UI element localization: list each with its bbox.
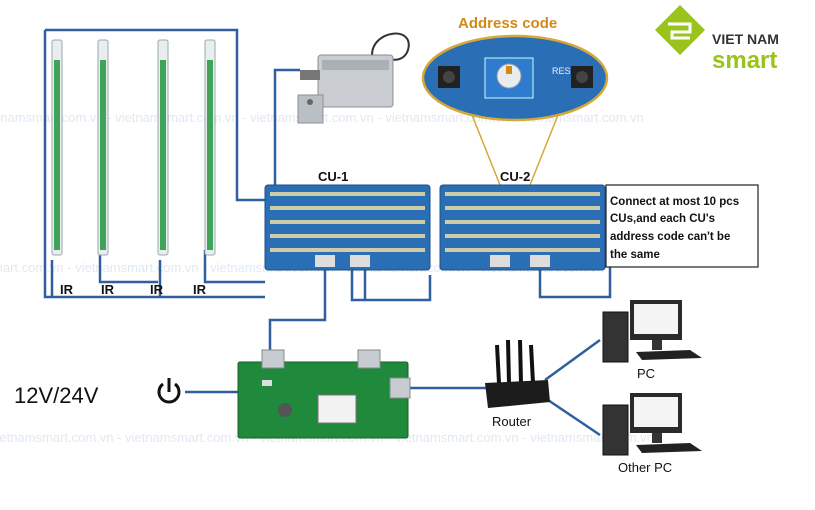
address-zoom-lines: [469, 109, 561, 186]
power-label: 12V/24V: [14, 383, 99, 408]
note-line: Connect at most 10 pcs: [610, 196, 739, 208]
wire-cu1-hub: [268, 270, 327, 365]
logo-text-top: VIET NAM: [712, 31, 779, 47]
ir-label: IR: [193, 282, 207, 297]
pc-label: PC: [637, 366, 655, 381]
ir-label: IR: [60, 282, 74, 297]
brand-logo: VIET NAM smart: [655, 5, 779, 74]
note-line: CUs,and each CU's: [610, 213, 715, 225]
wire-ir-drop: [98, 250, 158, 284]
pc: Other PC: [602, 393, 702, 475]
wire-cu2-out: [538, 265, 612, 299]
ir-sensor: [97, 39, 109, 256]
ir-sensor: [204, 39, 216, 256]
cu-label: CU-1: [318, 169, 348, 184]
power-input: 12V/24V: [14, 378, 181, 408]
router: Router: [485, 339, 550, 429]
wire-ir-drop: [203, 250, 265, 284]
wiring: [43, 28, 612, 437]
cu-board-2: CU-2: [439, 169, 606, 271]
logo-text-bottom: smart: [712, 47, 777, 74]
address-code-zoom: Address code RES: [421, 15, 609, 122]
wire-router-otherpc: [544, 396, 601, 437]
wire-lock: [273, 68, 300, 185]
electric-lock: [297, 32, 410, 124]
power-icon: [157, 378, 181, 404]
hub-board: [237, 349, 411, 439]
ir-sensors: IR IR IR IR: [51, 39, 216, 297]
pc-label: Other PC: [618, 460, 672, 475]
ir-label: IR: [101, 282, 115, 297]
note-box: Connect at most 10 pcs CUs,and each CU's…: [605, 184, 759, 268]
wire-ir-bottom: [43, 30, 265, 299]
address-code-title: Address code: [458, 15, 557, 32]
wire-cu1-cu2: [350, 270, 432, 302]
wire-router-pc: [544, 338, 601, 382]
reset-label: RES: [552, 66, 571, 76]
note-line: the same: [610, 249, 660, 261]
router-label: Router: [492, 414, 532, 429]
ir-sensor: [51, 39, 63, 256]
cu-label: CU-2: [500, 169, 530, 184]
ir-sensor: [157, 39, 169, 256]
cu-board-1: CU-1: [264, 169, 431, 271]
note-line: address code can't be: [610, 231, 730, 243]
ir-label: IR: [150, 282, 164, 297]
pc: PC: [602, 300, 702, 381]
